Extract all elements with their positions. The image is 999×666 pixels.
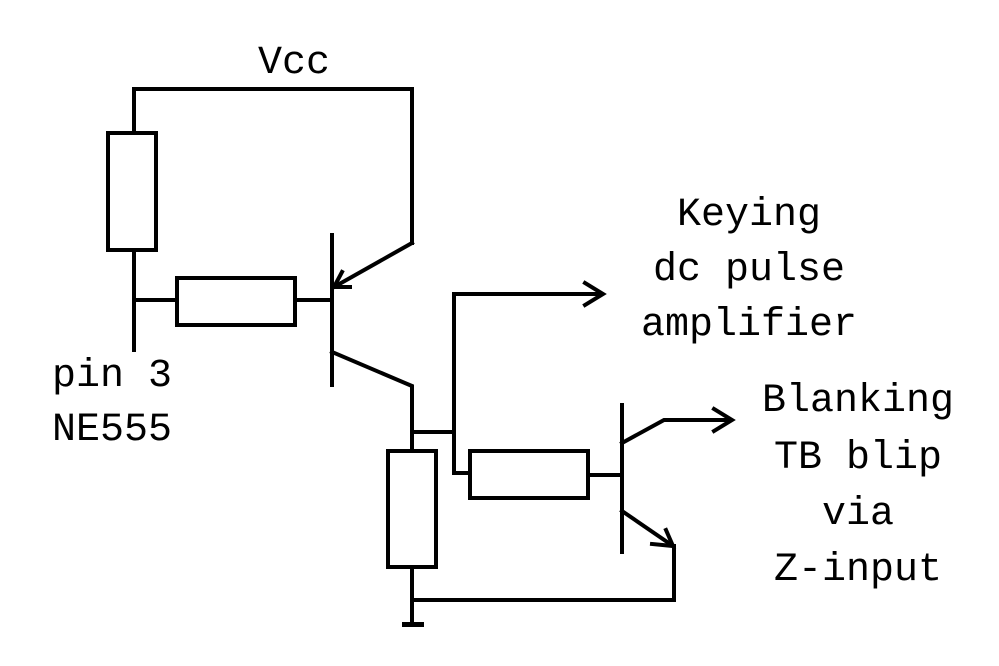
label-keying-3: amplifier (641, 303, 857, 348)
label-ne555: NE555 (52, 408, 172, 453)
label-blanking-1: Blanking (762, 379, 954, 424)
q1-collector (329, 349, 414, 453)
ground-return (410, 544, 676, 602)
q1-emitter (331, 240, 415, 290)
resistor-r1 (106, 131, 158, 252)
label-keying-1: Keying (677, 193, 821, 238)
blanking-arrow-icon (711, 406, 736, 434)
label-blanking-2: TB blip (774, 436, 942, 481)
vcc-rail (132, 87, 414, 245)
q1-emitter-arrow-icon (330, 269, 352, 289)
resistor-r4 (468, 449, 590, 500)
resistor-r3 (386, 449, 438, 569)
label-blanking-3: via (822, 492, 894, 537)
keying-arrow-icon (582, 280, 607, 308)
label-pin3: pin 3 (52, 354, 172, 399)
q2-emitter (619, 508, 676, 549)
q2-collector (619, 418, 732, 446)
ground-icon (402, 622, 424, 627)
label-keying-2: dc pulse (653, 248, 845, 293)
q2-emitter-arrow-icon (649, 527, 677, 549)
label-blanking-4: Z-input (774, 548, 942, 593)
label-vcc: Vcc (258, 41, 330, 86)
wire-keying-output (452, 292, 602, 475)
resistor-r2 (175, 276, 297, 327)
